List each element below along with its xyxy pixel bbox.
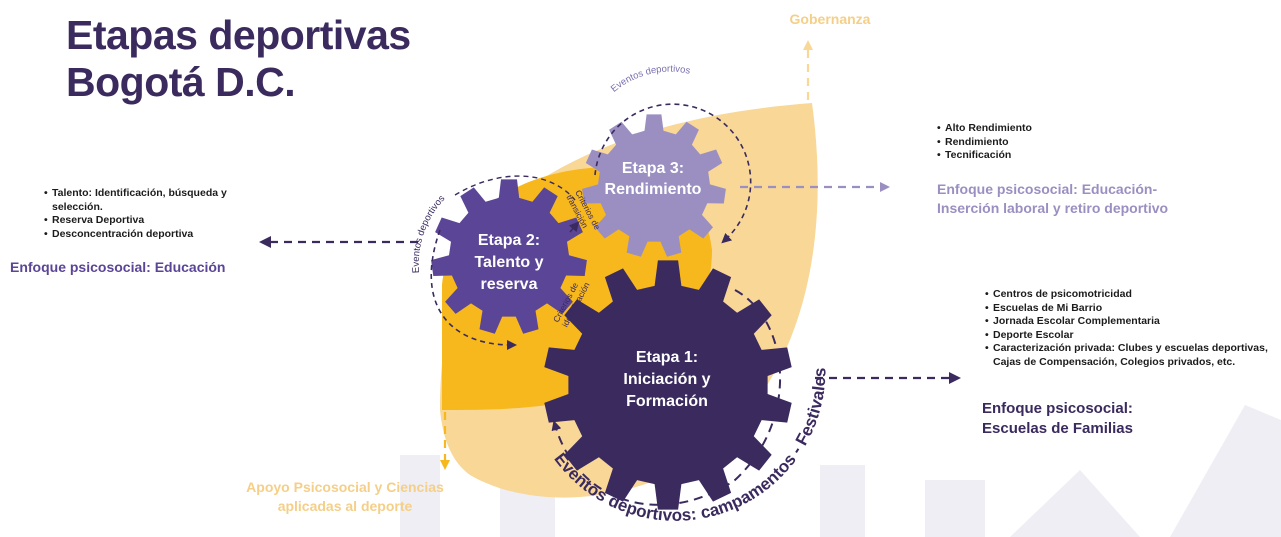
stage1-line-3: Formación <box>626 393 708 410</box>
list-item: Tecnificación <box>937 149 1137 163</box>
top-right-panel-list: Alto Rendimiento Rendimiento Tecnificaci… <box>937 122 1137 163</box>
cycle-arc-stage3 <box>594 103 752 244</box>
stage2-line-3: reserva <box>480 276 538 293</box>
list-item: Talento: Identificación, búsqueda y sele… <box>44 187 259 214</box>
page-title: Etapas deportivas Bogotá D.C. <box>66 12 411 106</box>
list-item: Rendimiento <box>937 136 1137 150</box>
support-line-2: aplicadas al deporte <box>277 498 413 514</box>
list-item: Deporte Escolar <box>985 329 1277 343</box>
top-right-focus-line-1: Enfoque psicosocial: Educación- <box>937 181 1158 197</box>
list-item: Alto Rendimiento <box>937 122 1137 136</box>
list-item: Escuelas de Mi Barrio <box>985 302 1277 316</box>
stage3-label: Etapa 3: Rendimiento <box>598 158 708 200</box>
bottom-right-focus-line-2: Escuelas de Familias <box>982 420 1133 437</box>
stage2-line-2: Talento y <box>474 254 544 271</box>
list-item: Centros de psicomotricidad <box>985 288 1277 302</box>
list-item: Desconcentración deportiva <box>44 228 259 242</box>
governance-label: Gobernanza <box>789 11 871 27</box>
stage3-line-2: Rendimiento <box>604 181 702 198</box>
events-label-top: Eventos deportivos <box>609 64 692 95</box>
title-line-2: Bogotá D.C. <box>66 59 296 105</box>
gear-stage1 <box>544 260 792 510</box>
gear-stage3 <box>582 114 726 257</box>
criteria-transition-arrow <box>568 221 580 233</box>
title-line-1: Etapas deportivas <box>66 12 411 58</box>
bottom-right-panel-list: Centros de psicomotricidad Escuelas de M… <box>985 288 1277 369</box>
stage2-label: Etapa 2: Talento y reserva <box>459 230 559 296</box>
stage1-line-1: Etapa 1: <box>635 349 699 366</box>
gear-stage2 <box>431 179 587 334</box>
bottom-right-focus-line-1: Enfoque psicosocial: <box>982 400 1133 417</box>
cycle-arc-stage2 <box>430 229 517 350</box>
criteria-identification-arrow <box>587 314 600 326</box>
list-item: Reserva Deportiva <box>44 214 259 228</box>
cycle-arc-stage1 <box>551 289 781 506</box>
top-right-focus-line-2: Inserción laboral y retiro deportivo <box>937 200 1169 216</box>
stage1-label: Etapa 1: Iniciación y Formación <box>612 347 722 413</box>
left-panel-list: Talento: Identificación, búsqueda y sele… <box>44 187 259 241</box>
stage3-line-1: Etapa 3: <box>621 160 685 177</box>
bottom-right-panel-focus: Enfoque psicosocial: Escuelas de Familia… <box>982 399 1242 439</box>
left-panel-focus: Enfoque psicosocial: Educación <box>10 259 226 275</box>
cycle-arc-stage2-top <box>454 175 576 201</box>
support-line-1: Apoyo Psicosocial y Ciencias <box>246 479 444 495</box>
list-item: Caracterización privada: Clubes y escuel… <box>985 342 1277 369</box>
list-item: Jornada Escolar Complementaria <box>985 315 1277 329</box>
stage1-line-2: Iniciación y <box>623 371 711 388</box>
stage2-line-1: Etapa 2: <box>477 232 541 249</box>
support-label: Apoyo Psicosocial y Ciencias aplicadas a… <box>225 478 465 516</box>
top-right-panel-focus: Enfoque psicosocial: Educación- Inserció… <box>937 180 1257 218</box>
